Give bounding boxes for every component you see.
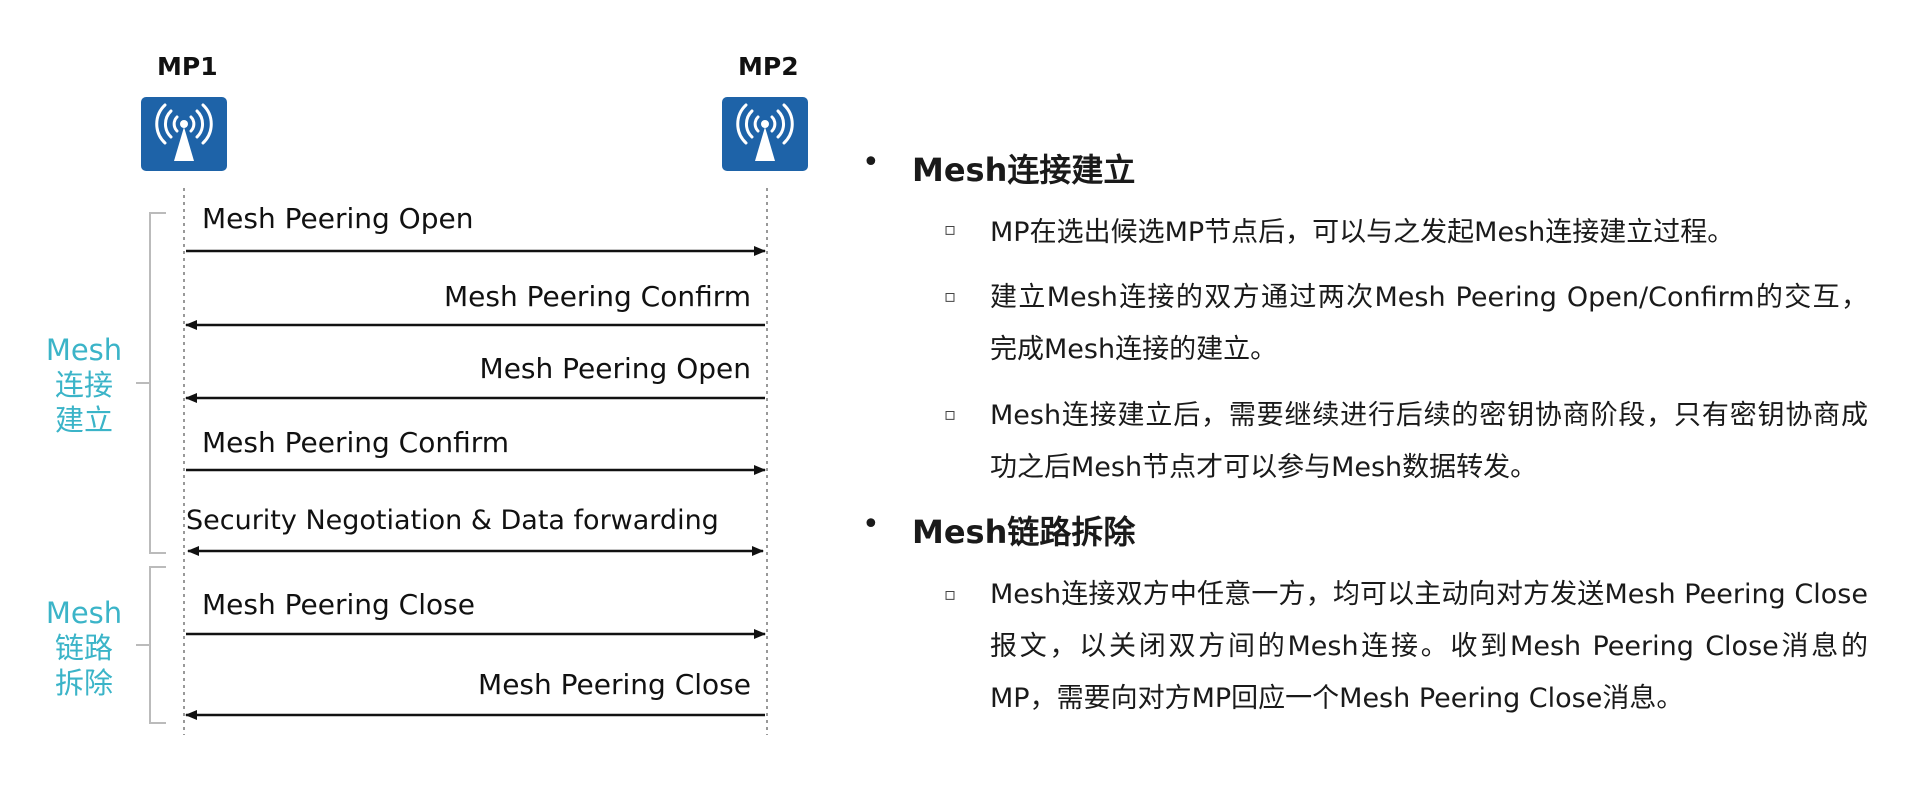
sub-bullet-square: ▫ <box>944 584 957 605</box>
section-item: Mesh连接建立后，需要继续进行后续的密钥协商阶段，只有密钥协商成功之后Mesh… <box>990 400 1868 483</box>
sub-bullet-square: ▫ <box>944 286 957 307</box>
message-label-3: Mesh Peering Open <box>479 352 751 385</box>
section-item: 建立Mesh连接的双方通过两次Mesh Peering Open/Confirm… <box>990 282 1868 365</box>
bullet-dot: • <box>862 507 880 542</box>
section-item: MP在选出候选MP节点后，可以与之发起Mesh连接建立过程。 <box>990 217 1735 248</box>
wireless-ap-icon <box>141 97 227 171</box>
phase-bracket-establish <box>149 212 166 554</box>
section-item: Mesh连接双方中任意一方，均可以主动向对方发送Mesh Peering Clo… <box>990 579 1868 714</box>
wireless-ap-icon <box>722 97 808 171</box>
section-title: Mesh连接建立 <box>912 151 1136 189</box>
message-label-5: Security Negotiation & Data forwarding <box>186 505 719 536</box>
message-label-2: Mesh Peering Confirm <box>443 280 751 313</box>
message-label-7: Mesh Peering Close <box>478 668 751 701</box>
sub-bullet-square: ▫ <box>944 404 957 425</box>
sequence-diagram <box>136 188 768 735</box>
node-label-mp2: MP2 <box>738 52 799 81</box>
message-label-6: Mesh Peering Close <box>202 588 475 621</box>
message-label-1: Mesh Peering Open <box>202 202 474 235</box>
phase-label-establish: Mesh 连接 建立 <box>45 333 123 437</box>
bullet-dot: • <box>862 145 880 180</box>
node-label-mp1: MP1 <box>157 52 218 81</box>
phase-label-teardown: Mesh 链路 拆除 <box>45 596 123 700</box>
phase-bracket-teardown <box>149 566 166 724</box>
message-label-4: Mesh Peering Confirm <box>202 426 510 459</box>
sub-bullet-square: ▫ <box>944 219 957 240</box>
section-title: Mesh链路拆除 <box>912 513 1136 551</box>
